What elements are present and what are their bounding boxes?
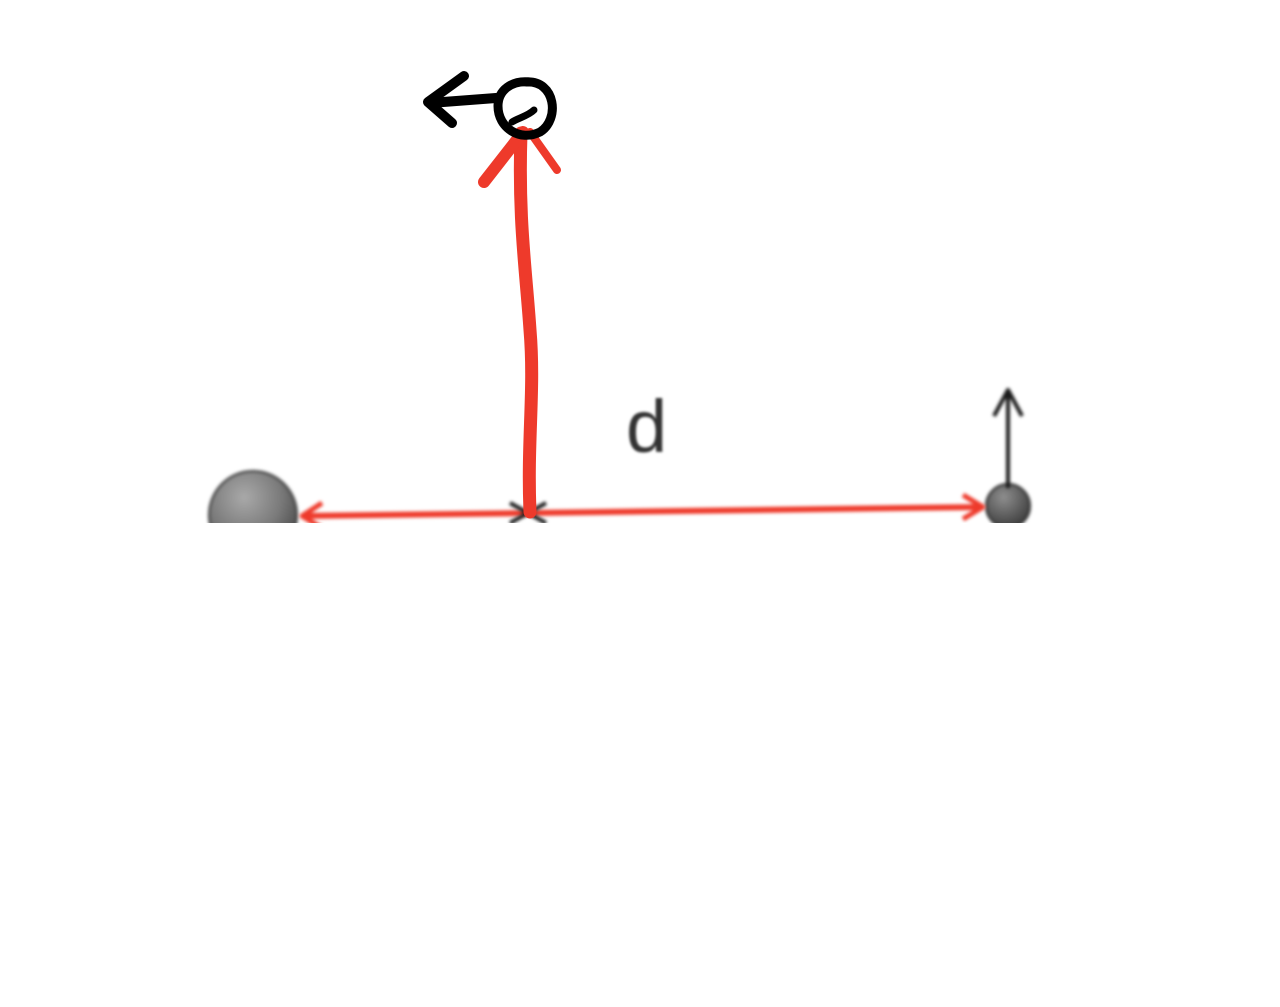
horizontal-distance-line bbox=[299, 492, 986, 523]
up-arrow-icon bbox=[992, 388, 1024, 488]
vertical-red-arrow bbox=[478, 126, 561, 519]
left-arrow-icon bbox=[423, 71, 501, 128]
large-sphere bbox=[208, 470, 298, 523]
observer-circle bbox=[493, 77, 557, 140]
small-sphere bbox=[985, 483, 1031, 523]
distance-label: d bbox=[626, 385, 667, 468]
